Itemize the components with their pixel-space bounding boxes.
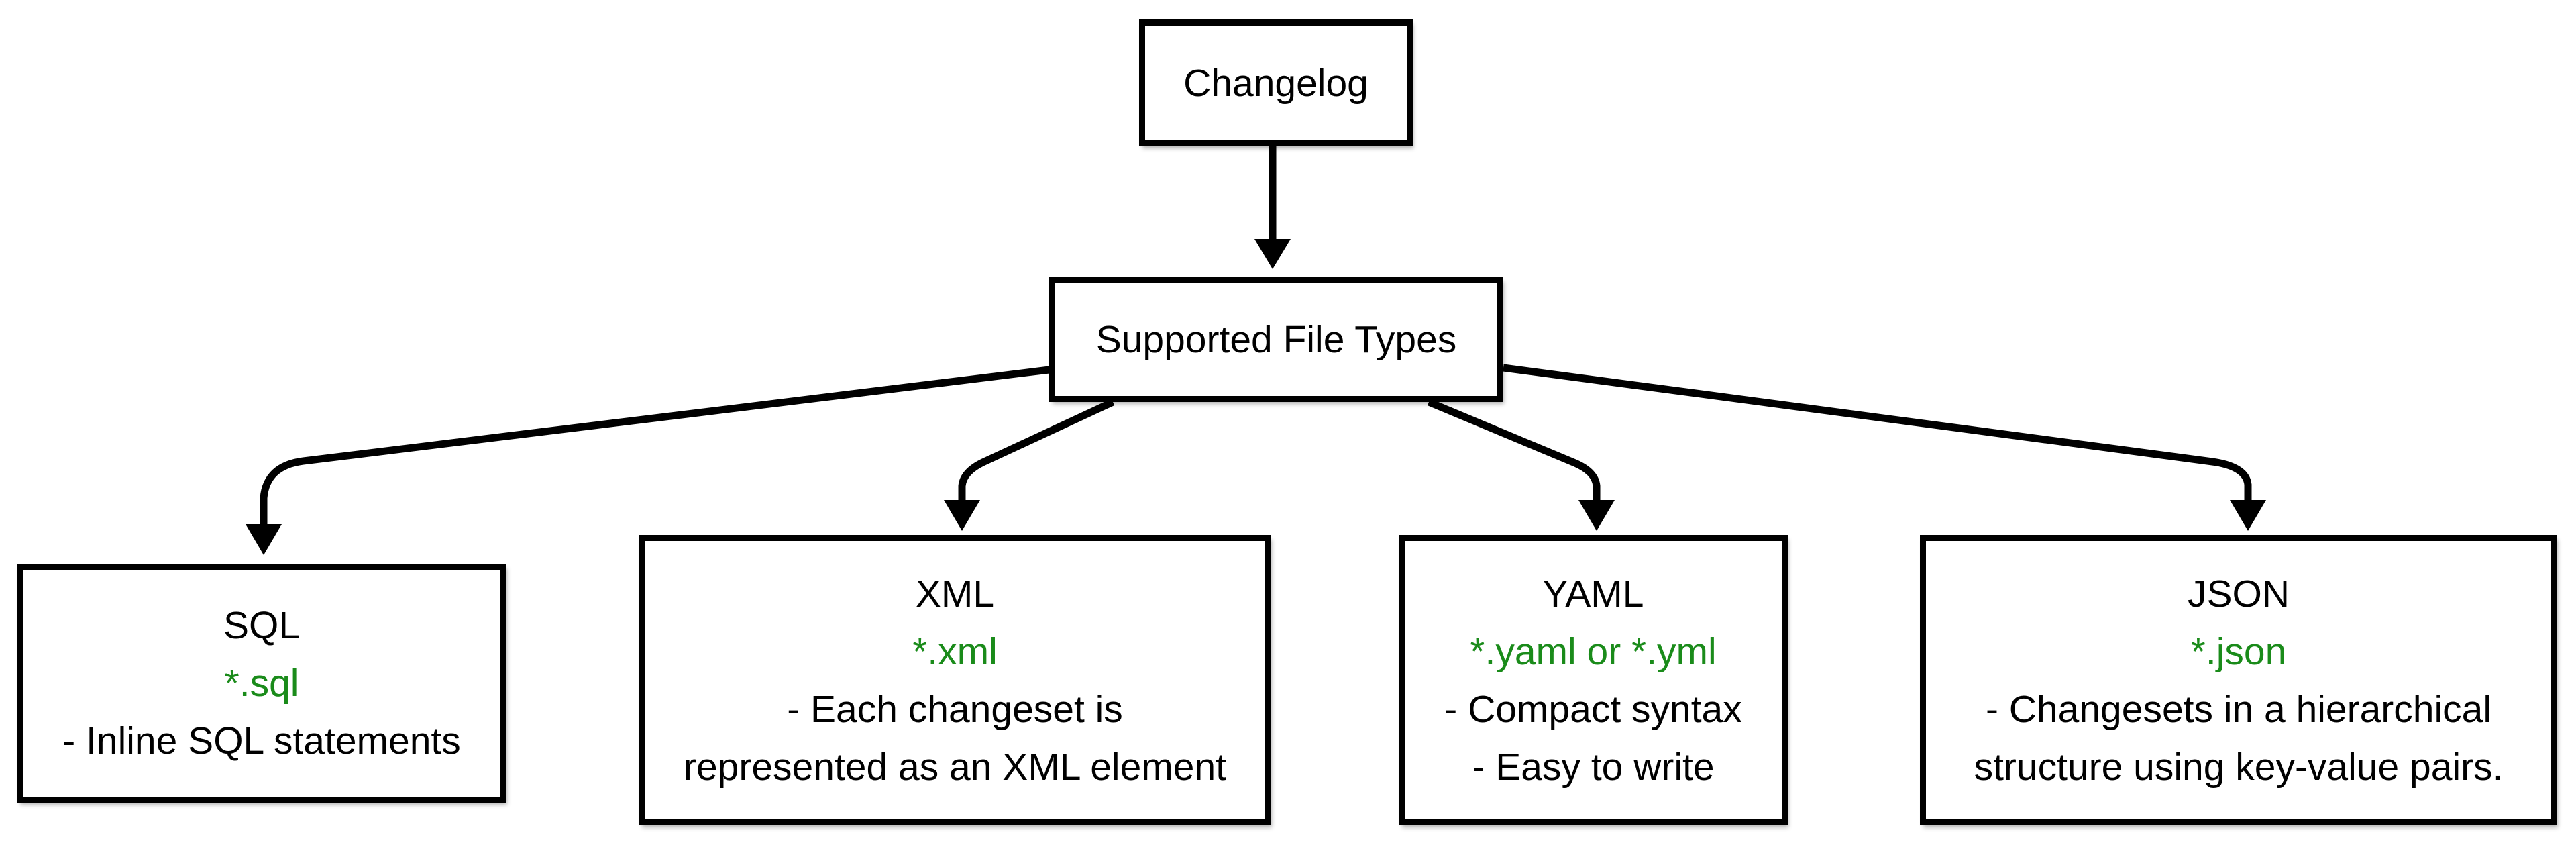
arrow-supported-to-xml — [944, 399, 1115, 531]
node-json-description-line-1: - Changesets in a hierarchical — [1985, 687, 2492, 731]
node-yaml: YAML *.yaml or *.yml - Compact syntax - … — [1399, 535, 1788, 825]
node-sql-description-line-1: - Inline SQL statements — [62, 719, 461, 762]
node-xml-description-line-1: - Each changeset is — [787, 687, 1123, 731]
node-xml: XML *.xml - Each changeset is represente… — [639, 535, 1271, 825]
node-changelog-label: Changelog — [1183, 61, 1368, 105]
arrow-supported-to-json — [1503, 364, 2266, 531]
node-supported-file-types: Supported File Types — [1049, 277, 1503, 402]
node-json-file-pattern: *.json — [2190, 630, 2287, 673]
node-xml-file-pattern: *.xml — [912, 630, 998, 673]
node-sql-file-pattern: *.sql — [224, 662, 299, 705]
node-yaml-description-line-2: - Easy to write — [1472, 745, 1715, 789]
arrow-supported-to-yaml — [1427, 398, 1615, 531]
node-xml-title: XML — [915, 572, 995, 615]
arrow-supported-to-sql — [246, 366, 1050, 555]
node-yaml-title: YAML — [1542, 572, 1644, 615]
node-json: JSON *.json - Changesets in a hierarchic… — [1920, 535, 2557, 825]
node-sql-title: SQL — [223, 604, 301, 647]
node-supported-file-types-label: Supported File Types — [1095, 318, 1457, 361]
node-yaml-description-line-1: - Compact syntax — [1444, 687, 1742, 731]
node-json-description-line-2: structure using key-value pairs. — [1974, 745, 2504, 789]
node-changelog: Changelog — [1139, 19, 1413, 146]
node-json-title: JSON — [2187, 572, 2290, 615]
node-yaml-file-pattern: *.yaml or *.yml — [1470, 630, 1717, 673]
arrow-changelog-to-supported — [1254, 146, 1291, 269]
node-xml-description-line-2: represented as an XML element — [683, 745, 1227, 789]
node-sql: SQL *.sql - Inline SQL statements — [17, 564, 506, 803]
